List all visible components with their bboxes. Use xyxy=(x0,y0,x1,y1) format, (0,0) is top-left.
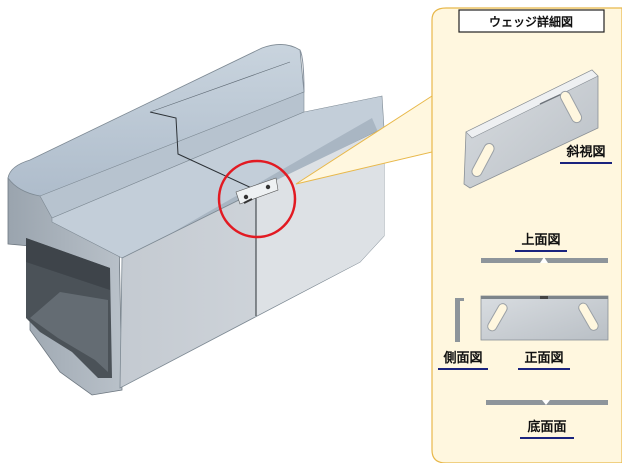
detail-panel: ウェッジ詳細図 斜視図 上面図 xyxy=(431,7,622,463)
wedge-front-view xyxy=(480,295,609,341)
curb-top xyxy=(7,44,305,199)
label-top-view: 上面図 xyxy=(521,233,560,248)
underline-bottom xyxy=(520,437,574,439)
panel-title-box xyxy=(458,9,605,33)
label-front-view: 正面図 xyxy=(524,351,563,366)
block-joint-line xyxy=(149,111,257,316)
wedge-bottom-view xyxy=(486,400,608,405)
label-perspective-view: 斜視図 xyxy=(565,144,605,160)
panel-title: ウェッジ詳細図 xyxy=(489,14,573,29)
underline-side xyxy=(438,368,488,370)
underline-top xyxy=(515,250,567,252)
wedge-perspective-view xyxy=(463,69,599,189)
label-side-view: 側面図 xyxy=(442,350,482,366)
underline-perspective xyxy=(560,162,612,164)
wedge-side-view xyxy=(455,298,464,342)
concrete-block xyxy=(7,44,385,396)
underline-front xyxy=(518,368,570,370)
label-bottom-view: 底面面 xyxy=(527,419,566,435)
detail-highlight-circle xyxy=(217,159,297,239)
wedge-top-view xyxy=(481,257,608,263)
